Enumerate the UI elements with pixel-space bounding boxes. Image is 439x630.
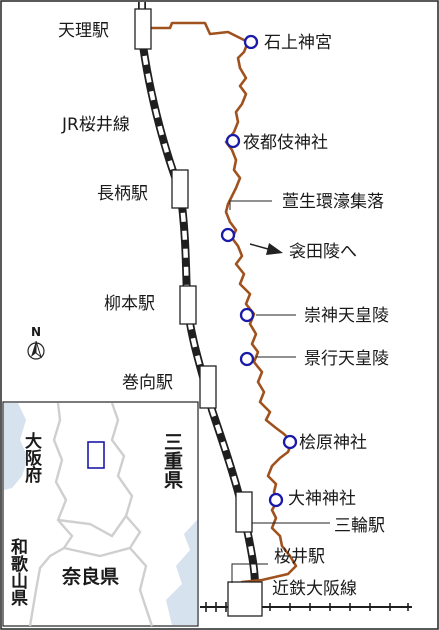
- keiko-label: 景行天皇陵: [304, 349, 389, 369]
- keiko-marker: [239, 351, 255, 367]
- miwa-station-label: 三輪駅: [334, 516, 385, 536]
- kayo-leader: [229, 200, 272, 210]
- svg-text:三重県: 三重県: [161, 432, 183, 490]
- inset-nara-label: 奈良県: [61, 565, 119, 588]
- north-arrow: N: [27, 325, 45, 360]
- jr-line-label: JR桜井線: [61, 115, 130, 135]
- inset-osaka-label: 大阪府: [21, 431, 42, 484]
- svg-text:和歌山県: 和歌山県: [7, 538, 28, 607]
- omiwa-marker: [268, 492, 284, 508]
- yanagimoto-station-label: 柳本駅: [104, 294, 155, 314]
- inset-map: 大阪府 三重県 和歌山県 奈良県: [2, 401, 199, 627]
- hibara-marker: [282, 434, 298, 450]
- kayo-marker: [220, 227, 236, 243]
- sakurai-station-label: 桜井駅: [274, 547, 325, 567]
- makimuku-station-box: [199, 365, 217, 409]
- miwa-station-box: [235, 491, 253, 533]
- nagara-station-box: [171, 169, 189, 209]
- inset-water-west: [4, 403, 28, 490]
- sujin-label: 崇神天皇陵: [304, 306, 389, 326]
- inset-target-box: [87, 441, 105, 469]
- isonokami-marker: [243, 34, 259, 50]
- makimuku-station-label: 巻向駅: [122, 373, 173, 393]
- tenri-station-label: 天理駅: [58, 21, 109, 41]
- inset-wakayama-label: 和歌山県: [7, 538, 28, 607]
- yatogi-label: 夜都伎神社: [243, 133, 328, 153]
- inset-water-east: [166, 520, 197, 625]
- suden-label: 衾田陵へ: [289, 242, 357, 262]
- isonokami-label: 石上神宮: [264, 33, 332, 53]
- hibara-label: 桧原神社: [299, 433, 367, 453]
- yatogi-marker: [225, 133, 241, 149]
- svg-text:大阪府: 大阪府: [21, 431, 42, 484]
- kayo-label: 萱生環濠集落: [282, 192, 384, 212]
- kintetsu-line-label: 近鉄大阪線: [272, 579, 357, 599]
- sujin-marker: [239, 307, 255, 323]
- north-label: N: [31, 325, 41, 339]
- inset-mie-label: 三重県: [161, 432, 183, 490]
- sakurai-station-box: [227, 581, 263, 617]
- yanagimoto-station-box: [179, 285, 197, 325]
- sakurai-leader: [231, 563, 268, 583]
- suden-arrow: [249, 243, 283, 255]
- omiwa-label: 大神神社: [288, 489, 356, 509]
- tenri-station-box: [134, 8, 152, 50]
- nagara-station-label: 長柄駅: [97, 184, 148, 204]
